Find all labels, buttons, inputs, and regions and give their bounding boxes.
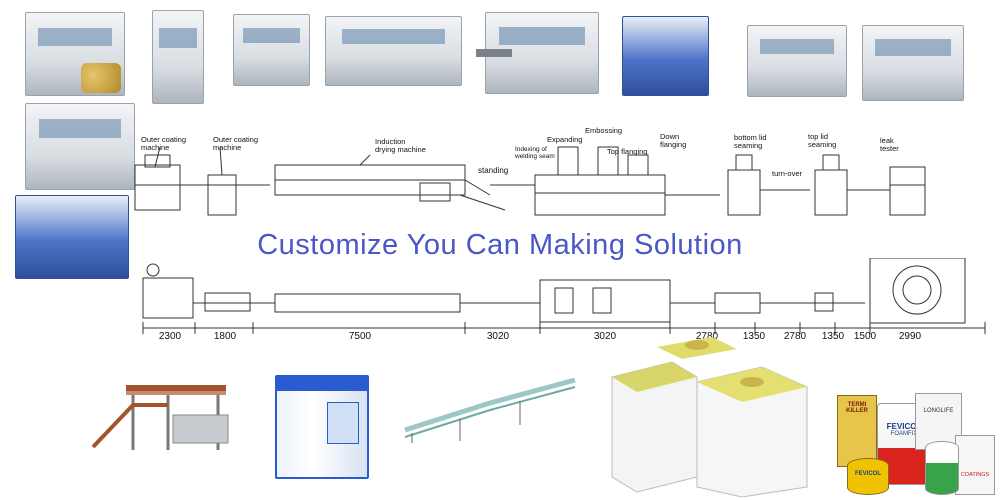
dimension-label: 2300: [158, 331, 182, 342]
dimension-label: 1350: [821, 331, 845, 342]
can-label-foamfix: FOAMFIX: [890, 431, 918, 437]
machine-photo-6: [622, 16, 709, 96]
water-chiller-photo: [275, 375, 369, 479]
branded-cans-group: TERMI KILLER FEVICOL FOAMFIX LONGLIFE FE…: [815, 373, 995, 495]
machine-photo-7: [747, 25, 847, 97]
dimension-label: 1800: [213, 331, 237, 342]
label-expanding: Expanding: [547, 135, 583, 144]
can-label-fevicol-small: FEVICOL: [854, 471, 881, 477]
can-coatings: COATINGS: [955, 435, 995, 495]
machine-photo-8: [862, 25, 964, 101]
can-label-termi: TERMI KILLER: [846, 402, 868, 414]
machine-photo-feeder: [15, 195, 129, 279]
can-label-longlife: LONGLIFE: [923, 408, 954, 414]
machine-photo-1: [25, 12, 125, 96]
machine-photo-3: [233, 14, 310, 86]
dimension-label: 2780: [783, 331, 807, 342]
production-line-drawing-plan: [142, 258, 986, 334]
label-top-lid: top lid seaming: [808, 132, 837, 149]
can-conveyor-photo: [404, 377, 576, 443]
dimension-label: 7500: [348, 331, 372, 342]
label-induction: Induction drying machine: [375, 137, 426, 154]
conveyor-arm: [476, 49, 512, 57]
machine-photo-4: [325, 16, 462, 86]
can-label-fevicol: FEVICOL: [886, 422, 922, 431]
label-outer-coating-2: Outer coating machine: [213, 135, 259, 152]
platform-conveyor-photo: [91, 385, 229, 450]
dimension-ticks: [142, 322, 986, 334]
dimension-label: 3020: [593, 331, 617, 342]
dimension-label: 2990: [898, 331, 922, 342]
dimension-label: 3020: [486, 331, 510, 342]
square-cans-photo: [611, 337, 808, 497]
can-label-coatings: COATINGS: [960, 472, 990, 478]
label-standing: standing: [478, 166, 509, 175]
can-termi-killer: TERMI KILLER: [837, 395, 877, 467]
production-line-drawing-top: [134, 146, 926, 216]
chiller-panel: [327, 402, 359, 444]
dimension-label: 2780: [695, 331, 719, 342]
machine-photo-5: [476, 12, 599, 94]
can-green-top: [925, 441, 959, 495]
machine-photo-slitter: [25, 103, 135, 190]
dimension-label: 1500: [853, 331, 877, 342]
headline: Customize You Can Making Solution: [257, 229, 743, 261]
label-bottom-lid: bottom lid seaming: [734, 133, 767, 150]
label-outer-coating-1: Outer coating machine: [141, 135, 187, 152]
tin-can-stack: [81, 63, 121, 93]
label-embossing: Embossing: [585, 126, 623, 135]
label-down-flanging: Down flanging: [660, 132, 687, 149]
can-fevicol-small: FEVICOL: [847, 458, 889, 495]
label-leak-tester: leak tester: [880, 136, 899, 153]
machine-photo-2: [152, 10, 204, 104]
label-turn-over: turn-over: [772, 169, 803, 178]
label-top-flanging: Top flanging: [607, 147, 648, 156]
dimension-label: 1350: [742, 331, 766, 342]
label-indexing: Indexing of welding seam: [515, 146, 555, 160]
